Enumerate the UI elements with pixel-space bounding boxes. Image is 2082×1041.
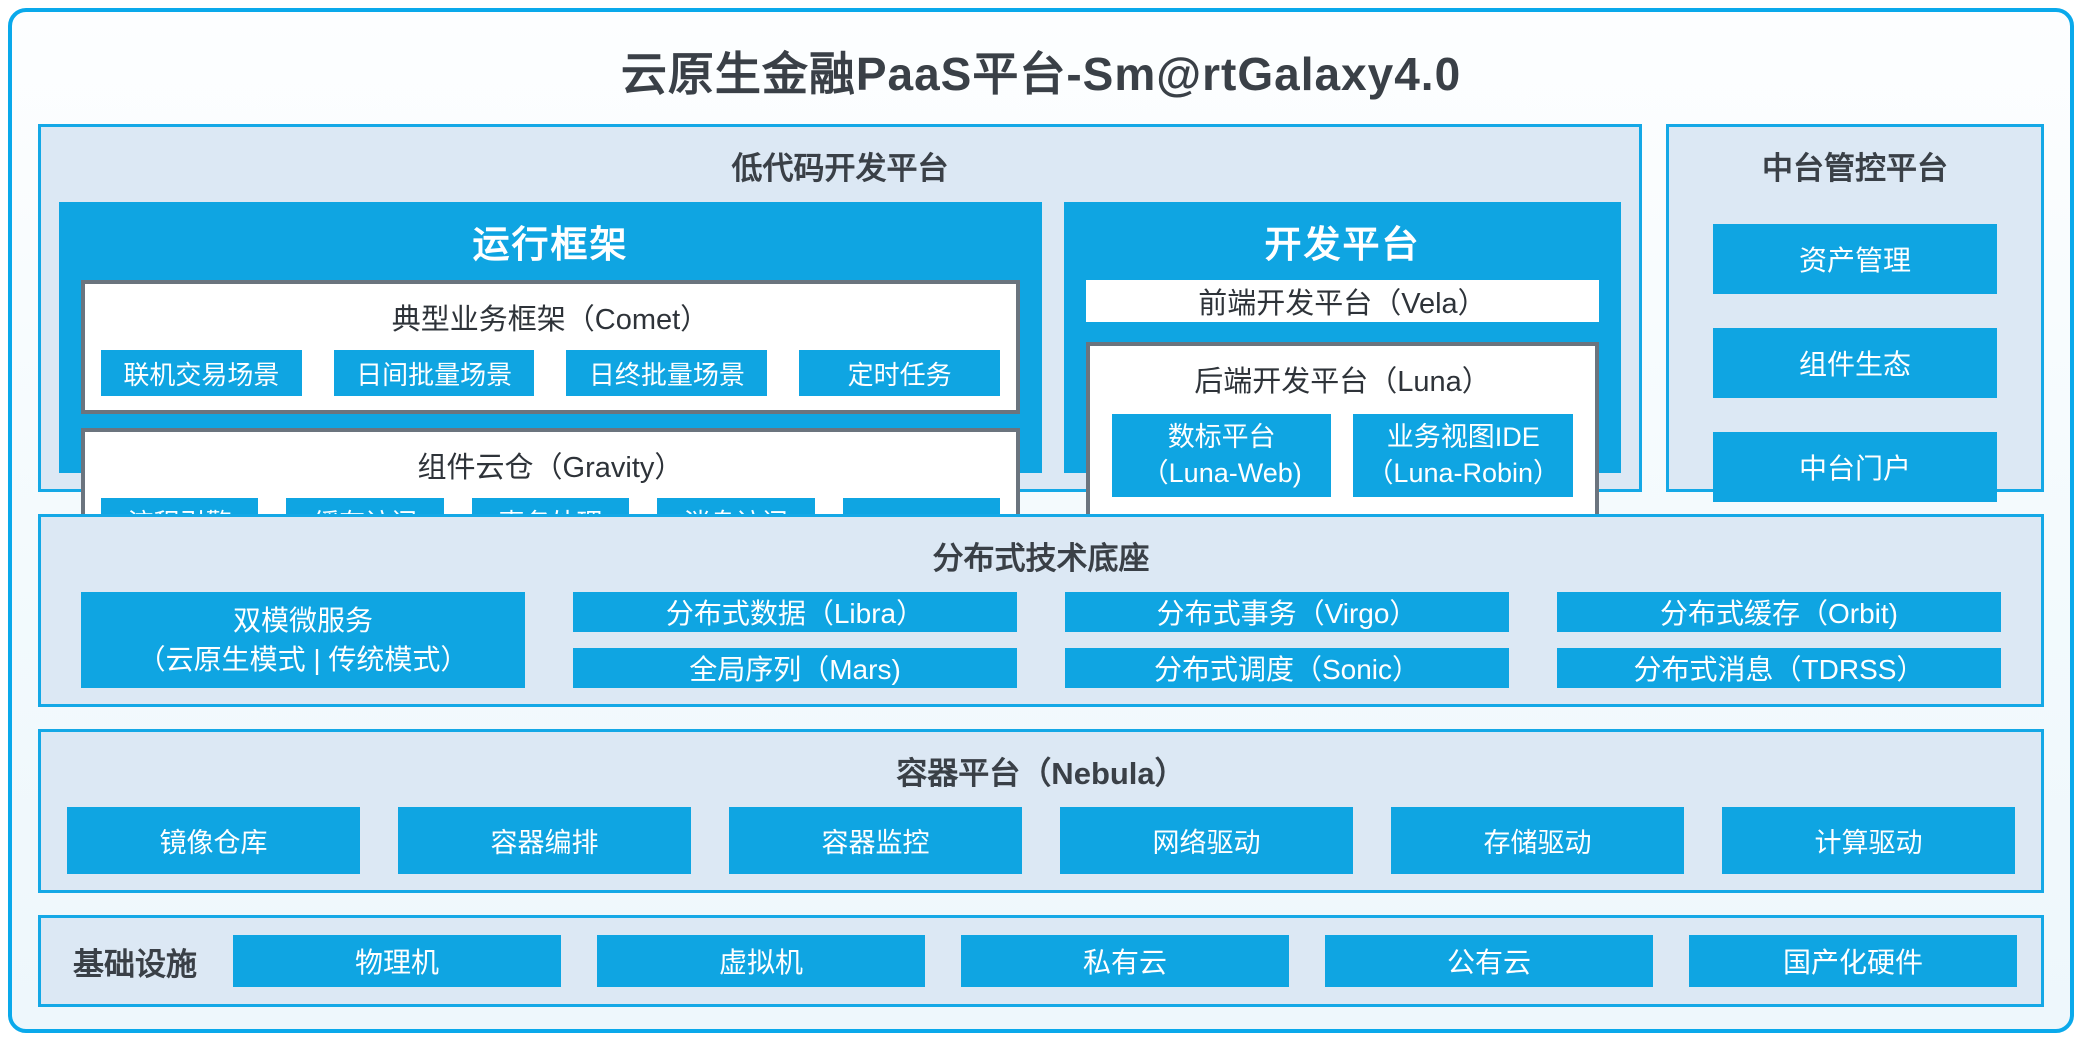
panel-infrastructure: 基础设施 物理机 虚拟机 私有云 公有云 国产化硬件 [38, 915, 2044, 1007]
block-luna-web: 数标平台 （Luna-Web) [1111, 414, 1332, 498]
comet-title: 典型业务框架（Comet） [391, 304, 710, 336]
lowcode-columns: 运行框架 典型业务框架（Comet） 联机交易场景 日间批量场景 日终批量场景 … [59, 202, 1621, 562]
block-distributed-scheduling-sonic: 分布式调度（Sonic） [1065, 648, 1509, 688]
block-distributed-transaction-virgo: 分布式事务（Virgo） [1065, 592, 1509, 632]
panel-distributed-base: 分布式技术底座 双模微服务 （云原生模式 | 传统模式） 分布式数据（Libra… [38, 514, 2044, 707]
diagram-rows: 低代码开发平台 运行框架 典型业务框架（Comet） 联机交易场景 日间批量场景… [38, 124, 2044, 1007]
block-luna-robin: 业务视图IDE （Luna-Robin） [1353, 414, 1574, 498]
midplatform-title: 中台管控平台 [1762, 151, 1948, 186]
gravity-title: 组件云仓（Gravity） [417, 452, 684, 484]
block-image-registry: 镜像仓库 [67, 807, 360, 874]
block-component-ecosystem: 组件生态 [1713, 328, 1997, 398]
block-storage-driver: 存储驱动 [1391, 807, 1684, 874]
panel-container-platform: 容器平台（Nebula） 镜像仓库 容器编排 容器监控 网络驱动 存储驱动 计算… [38, 729, 2044, 893]
lowcode-platform-title: 低代码开发平台 [731, 151, 949, 186]
luna-items: 数标平台 （Luna-Web) 业务视图IDE （Luna-Robin） [1106, 412, 1579, 501]
row-top: 低代码开发平台 运行框架 典型业务框架（Comet） 联机交易场景 日间批量场景… [38, 124, 2044, 562]
diagram-frame: 云原生金融PaaS平台-Sm@rtGalaxy4.0 低代码开发平台 运行框架 … [8, 8, 2074, 1033]
box-luna: 后端开发平台（Luna） 数标平台 （Luna-Web) 业务视图IDE （Lu… [1085, 342, 1599, 520]
dev-platform-title: 开发平台 [1264, 224, 1421, 265]
dual-mode-sublabel: （云原生模式 | 传统模式） [137, 644, 469, 675]
block-container-monitoring: 容器监控 [729, 807, 1022, 874]
block-distributed-data-libra: 分布式数据（Libra） [573, 592, 1017, 632]
block-dual-mode-microservice: 双模微服务 （云原生模式 | 传统模式） [81, 592, 525, 688]
infrastructure-title: 基础设施 [73, 946, 197, 982]
container-platform-title: 容器平台（Nebula） [896, 756, 1186, 791]
box-comet: 典型业务框架（Comet） 联机交易场景 日间批量场景 日终批量场景 定时任务 [81, 280, 1020, 414]
block-asset-management: 资产管理 [1713, 224, 1997, 294]
block-midplatform-portal: 中台门户 [1713, 432, 1997, 502]
luna-web-sublabel: （Luna-Web) [1141, 457, 1302, 488]
block-domestic-hardware: 国产化硬件 [1689, 935, 2017, 987]
luna-title: 后端开发平台（Luna） [1194, 366, 1491, 398]
block-compute-driver: 计算驱动 [1722, 807, 2015, 874]
midplatform-items: 资产管理 组件生态 中台门户 [1687, 202, 2023, 502]
distributed-base-title: 分布式技术底座 [932, 541, 1150, 576]
page-title: 云原生金融PaaS平台-Sm@rtGalaxy4.0 [620, 48, 1462, 100]
block-virtual-machine: 虚拟机 [597, 935, 925, 987]
block-daytime-batch: 日间批量场景 [333, 350, 535, 396]
distributed-grid: 双模微服务 （云原生模式 | 传统模式） 分布式数据（Libra） 分布式事务（… [59, 592, 2023, 688]
panel-midplatform-control: 中台管控平台 资产管理 组件生态 中台门户 [1666, 124, 2044, 502]
panel-runtime-framework: 运行框架 典型业务框架（Comet） 联机交易场景 日间批量场景 日终批量场景 … [59, 202, 1042, 562]
container-items: 镜像仓库 容器编排 容器监控 网络驱动 存储驱动 计算驱动 [59, 807, 2023, 874]
block-network-driver: 网络驱动 [1060, 807, 1353, 874]
luna-web-label: 数标平台 [1167, 422, 1276, 452]
dual-mode-label: 双模微服务 [232, 604, 373, 636]
block-private-cloud: 私有云 [961, 935, 1289, 987]
comet-items: 联机交易场景 日间批量场景 日终批量场景 定时任务 [101, 350, 1000, 396]
luna-robin-label: 业务视图IDE [1386, 422, 1540, 452]
block-distributed-cache-orbit: 分布式缓存（Orbit) [1557, 592, 2001, 632]
block-scheduled-task: 定时任务 [799, 350, 1000, 396]
block-eod-batch: 日终批量场景 [566, 350, 768, 396]
runtime-framework-title: 运行框架 [472, 224, 629, 265]
block-physical-machine: 物理机 [233, 935, 561, 987]
luna-robin-sublabel: （Luna-Robin） [1366, 457, 1561, 488]
block-public-cloud: 公有云 [1325, 935, 1653, 987]
vela-title: 前端开发平台（Vela） [1198, 288, 1487, 320]
block-online-trading: 联机交易场景 [101, 350, 302, 396]
block-distributed-message-tdrss: 分布式消息（TDRSS） [1557, 648, 2001, 688]
panel-dev-platform: 开发平台 前端开发平台（Vela） 后端开发平台（Luna） 数标平台 （Lun… [1063, 202, 1621, 520]
block-container-orchestration: 容器编排 [398, 807, 691, 874]
block-global-sequence-mars: 全局序列（Mars) [573, 648, 1017, 688]
box-vela: 前端开发平台（Vela） [1085, 280, 1599, 322]
panel-lowcode-platform: 低代码开发平台 运行框架 典型业务框架（Comet） 联机交易场景 日间批量场景… [38, 124, 1642, 562]
